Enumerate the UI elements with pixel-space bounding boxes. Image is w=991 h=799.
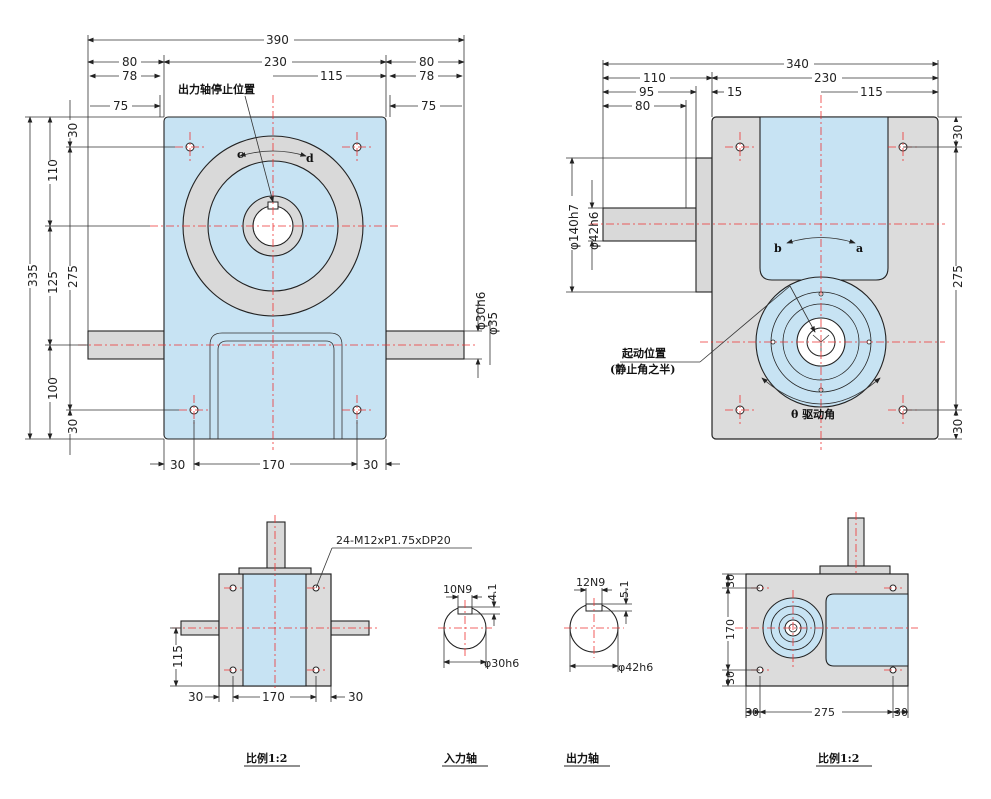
dim-115: 115 <box>320 69 343 83</box>
label-start-sub: (静止角之半) <box>610 362 675 376</box>
dim-125: 125 <box>46 271 60 294</box>
drive-angle-arc <box>761 377 881 405</box>
shaft-boss <box>695 157 713 293</box>
dim-30-right-bottom: 30 <box>951 419 965 434</box>
input-key-width: 10N9 <box>443 583 472 596</box>
dim-100: 100 <box>46 377 60 400</box>
dim-15: 15 <box>727 85 742 99</box>
dim-140h7: φ140h7 <box>567 204 581 250</box>
dim-30-bottom-left: 30 <box>170 458 185 472</box>
dim-30-bottom: 30 <box>66 419 80 434</box>
dim-30h6: φ30h6 <box>474 292 488 330</box>
arrow-label-c: c <box>237 148 244 161</box>
dim-230: 230 <box>264 55 287 69</box>
dim-115-small: 115 <box>171 645 185 668</box>
dim-30-br: 30 <box>348 690 363 704</box>
output-shaft <box>602 207 697 242</box>
rotation-arrow-ab <box>786 237 856 244</box>
label-output-stop: 出力轴停止位置 <box>178 82 255 96</box>
output-key-depth: 5.1 <box>618 581 631 599</box>
dim-80-right: 80 <box>419 55 434 69</box>
dim-110: 110 <box>46 159 60 182</box>
dim-75-left: 75 <box>113 99 128 113</box>
side-pocket <box>759 116 889 281</box>
dim-95: 95 <box>639 85 654 99</box>
dim-335: 335 <box>26 264 40 287</box>
dim-80-left: 80 <box>122 55 137 69</box>
bottom-right-view: 30 170 30 30 275 30 比例1:2 <box>721 512 918 767</box>
label-drive-angle: θ 驱动角 <box>791 407 835 421</box>
dim-275-right: 275 <box>951 265 965 288</box>
caption-output-shaft: 出力轴 <box>566 751 599 765</box>
input-shaft-section: 10N9 4.1 φ30h6 入力轴 <box>438 583 519 767</box>
dim-78-right: 78 <box>419 69 434 83</box>
dim-35: φ35 <box>486 312 500 335</box>
dim-390: 390 <box>266 33 289 47</box>
dim-110-side: 110 <box>643 71 666 85</box>
dim-275: 275 <box>66 265 80 288</box>
dim-42h6: φ42h6 <box>587 212 601 250</box>
dim-30-brv-top: 30 <box>724 574 737 588</box>
thread-note: 24-M12xP1.75xDP20 <box>336 534 451 547</box>
arrow-label-d: d <box>306 152 314 165</box>
dim-170-bl: 170 <box>262 690 285 704</box>
output-shaft-section: 12N9 5.1 φ42h6 出力轴 <box>564 576 653 767</box>
dim-80-side: 80 <box>635 99 650 113</box>
dim-30-right-top: 30 <box>951 125 965 140</box>
dim-30-bottom-right: 30 <box>363 458 378 472</box>
dim-170-brv: 170 <box>724 619 737 640</box>
arrow-label-b: b <box>774 242 782 255</box>
dim-30-top: 30 <box>66 123 80 138</box>
arrow-label-a: a <box>856 242 863 255</box>
caption-input-shaft: 入力轴 <box>444 751 477 765</box>
output-key-width: 12N9 <box>576 576 605 589</box>
dim-75-right: 75 <box>421 99 436 113</box>
dim-78-left: 78 <box>122 69 137 83</box>
dim-230-side: 230 <box>814 71 837 85</box>
bottom-pocket <box>209 332 343 439</box>
input-key-depth: 4.1 <box>486 584 499 602</box>
dim-340: 340 <box>786 57 809 71</box>
dim-30-bl: 30 <box>188 690 203 704</box>
bottom-left-view: 24-M12xP1.75xDP20 115 30 170 30 比例1:2 <box>169 515 472 767</box>
dim-275-brv: 275 <box>814 706 835 719</box>
dim-30-brv-right: 30 <box>894 706 908 719</box>
dim-115-side: 115 <box>860 85 883 99</box>
label-start-position: 起动位置 <box>621 346 666 360</box>
caption-scale-left: 比例1:2 <box>246 751 287 765</box>
dim-30-brv-left: 30 <box>745 706 759 719</box>
top-right-view: b a θ 驱动角 起动位置 (静止角之半) 340 110 230 95 15… <box>565 57 965 450</box>
top-left-view: c d 出力轴停止位置 390 80 230 80 78 115 78 <box>24 33 500 472</box>
input-shaft-dia: φ30h6 <box>484 657 519 670</box>
caption-scale-right: 比例1:2 <box>818 751 859 765</box>
rotation-arrow-cd <box>239 150 307 157</box>
output-shaft-dia: φ42h6 <box>618 661 653 674</box>
dim-170: 170 <box>262 458 285 472</box>
dim-30-brv-bottom: 30 <box>724 671 737 685</box>
